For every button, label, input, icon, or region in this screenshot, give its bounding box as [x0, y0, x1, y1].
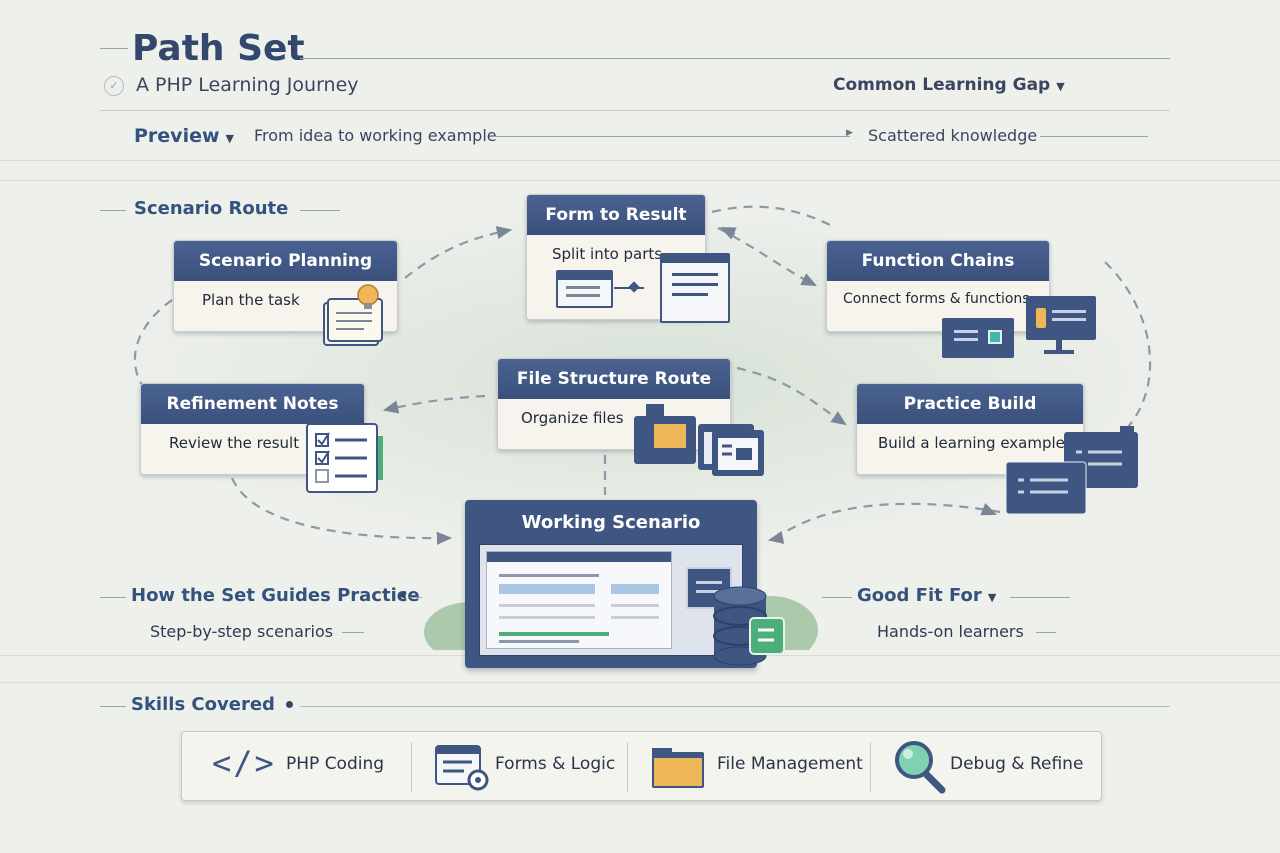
function-window-icon — [942, 318, 1014, 358]
connector-file-practice — [736, 366, 847, 426]
card-title: Practice Build — [857, 384, 1083, 424]
result-window-icon — [660, 253, 730, 323]
card-title: File Structure Route — [498, 359, 730, 399]
monitor-base — [1044, 350, 1074, 354]
folder-files-icon — [634, 404, 764, 476]
guides-detail: Step-by-step scenarios — [150, 622, 334, 641]
common-gap-label: Common Learning Gap — [833, 75, 1051, 95]
chevron-down-icon: ▼ — [1056, 80, 1065, 93]
card-body: Plan the task — [202, 291, 300, 309]
scattered-text: Scattered knowledge — [868, 126, 1038, 145]
title-rule-left — [100, 48, 128, 49]
connector-form-chains — [717, 227, 817, 286]
skills-rule-left — [100, 706, 126, 707]
working-scenario-panel[interactable]: Working Scenario — [465, 500, 757, 668]
preview-arrow-line — [492, 136, 850, 137]
title-rule-right — [300, 58, 1170, 59]
route-rule-left — [100, 210, 126, 211]
card-title: Form to Result — [527, 195, 705, 235]
chevron-down-icon: ▼ — [987, 591, 997, 604]
card-title: Scenario Planning — [174, 241, 397, 281]
skill-file-management: File Management — [717, 754, 863, 774]
guides-rule-right — [410, 597, 422, 598]
card-title: Refinement Notes — [141, 384, 364, 424]
scenario-route-label: Scenario Route — [134, 198, 289, 219]
card-title: Function Chains — [827, 241, 1049, 281]
preview-label: Preview — [134, 125, 220, 147]
header-divider — [100, 110, 1170, 111]
card-body: Split into parts — [552, 245, 663, 263]
database-icon — [713, 586, 785, 666]
card-body: Review the result — [169, 434, 300, 452]
connector-planning-refine — [133, 299, 173, 396]
form-window-icon — [556, 270, 613, 308]
card-function-chains[interactable]: Function Chains Connect forms & function… — [826, 240, 1050, 332]
app-screen — [479, 544, 743, 656]
skill-divider — [627, 742, 628, 792]
form-gear-icon — [435, 745, 489, 791]
skills-label: Skills Covered — [131, 694, 275, 715]
connector-chains-form — [720, 227, 737, 240]
skill-forms-logic: Forms & Logic — [495, 754, 616, 774]
bullet-dot — [286, 701, 293, 708]
arrow-right-icon: ▶ — [846, 128, 853, 138]
connector-working-practice-tail — [980, 502, 998, 516]
working-title: Working Scenario — [521, 512, 701, 533]
card-practice-build[interactable]: Practice Build Build a learning example — [856, 383, 1084, 475]
card-file-structure-route[interactable]: File Structure Route Organize files — [497, 358, 731, 450]
stacked-windows-icon — [1005, 426, 1138, 515]
monitor-stand — [1056, 340, 1062, 352]
idea-text: From idea to working example — [254, 126, 497, 145]
common-gap-dropdown[interactable]: Common Learning Gap ▼ — [833, 75, 1065, 95]
guides-label: How the Set Guides Practice — [131, 585, 420, 606]
card-body: Build a learning example — [878, 434, 1065, 452]
route-rule-right — [300, 210, 340, 211]
fit-detail-rule — [1036, 632, 1056, 633]
skill-divider — [411, 742, 412, 792]
skill-php-coding: PHP Coding — [286, 754, 385, 774]
card-body: Organize files — [521, 409, 624, 427]
chevron-down-icon: ▼ — [225, 132, 234, 145]
fit-rule-left — [822, 597, 852, 598]
folder-icon — [652, 748, 704, 788]
connector-practice-working — [775, 502, 1001, 539]
guides-detail-rule — [342, 632, 364, 633]
arrow-left-icon: ◀ — [398, 590, 406, 601]
page-subtitle: A PHP Learning Journey — [136, 74, 359, 96]
connector-planning-form — [404, 226, 513, 279]
card-body: Connect forms & functions — [843, 291, 1030, 307]
connector-refine-working — [230, 477, 453, 545]
skill-divider — [870, 742, 871, 792]
guides-rule-left — [100, 597, 126, 598]
skills-bar: </> PHP Coding Forms & Logic File Manage… — [181, 731, 1102, 801]
page-title: Path Set — [132, 28, 305, 69]
fit-rule-right — [1010, 597, 1070, 598]
magnifier-icon — [895, 741, 946, 794]
scattered-rule — [1040, 136, 1148, 137]
checklist-icon — [306, 423, 383, 493]
skills-rule-right — [300, 706, 1170, 707]
code-brackets-icon: </> — [212, 744, 276, 782]
notebook-lightbulb-icon — [323, 284, 383, 346]
good-fit-dropdown[interactable]: Good Fit For ▼ — [857, 585, 996, 606]
check-circle-icon: ✓ — [104, 76, 124, 96]
monitor-icon — [1026, 296, 1096, 340]
connector-form-top — [711, 205, 831, 226]
good-fit-label: Good Fit For — [857, 585, 982, 606]
skill-debug-refine: Debug & Refine — [950, 754, 1084, 774]
fit-detail: Hands-on learners — [877, 622, 1024, 641]
connector-file-refine — [382, 394, 486, 414]
connector-working-practice-head — [767, 530, 785, 544]
preview-dropdown[interactable]: Preview ▼ — [134, 125, 234, 147]
